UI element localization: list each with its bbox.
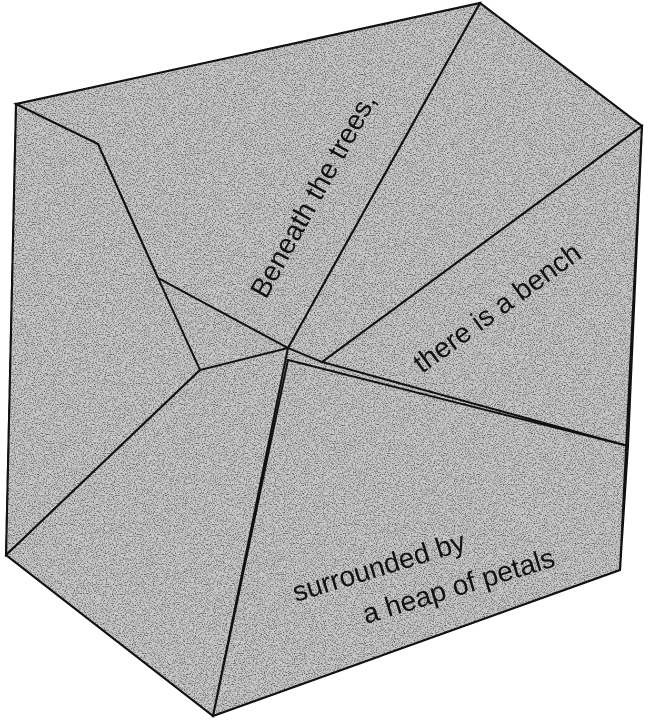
stone-outline <box>4 1 644 718</box>
